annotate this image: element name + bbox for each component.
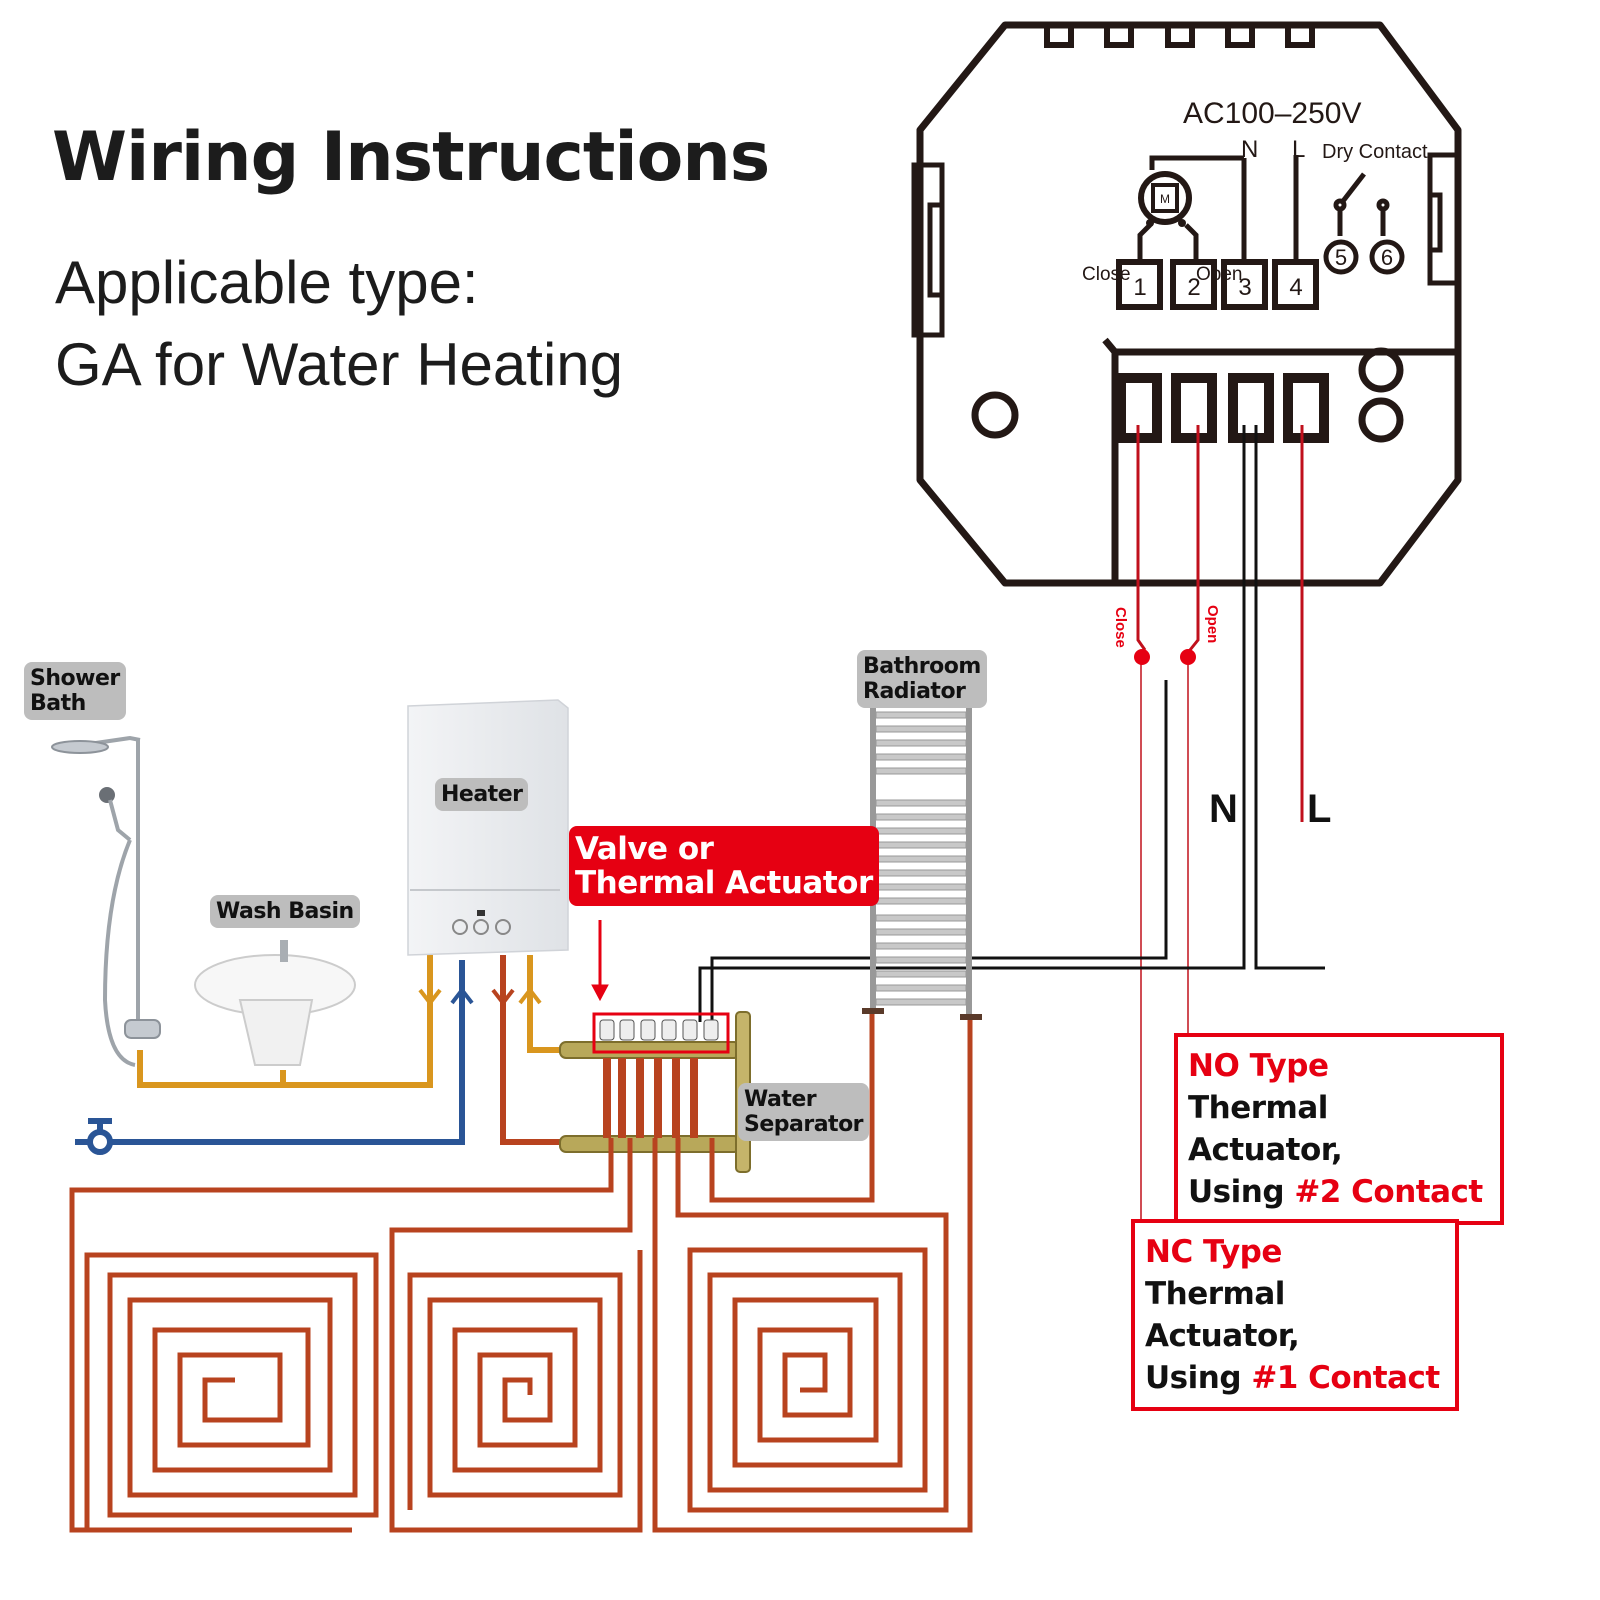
radiator-bar [875, 753, 967, 761]
radiator-bar [875, 767, 967, 775]
terminal-4: 4 [1289, 274, 1302, 301]
page-subtitle: Applicable type: GA for Water Heating [55, 242, 623, 406]
l-terminal-label: L [1292, 136, 1305, 163]
nc-type-note: NC Type Thermal Actuator, Using #1 Conta… [1131, 1219, 1459, 1411]
nc-type-using: Using [1145, 1360, 1252, 1396]
side-clips [911, 152, 1461, 338]
valve-label-line1: Valve or [575, 831, 714, 867]
subtitle-line-1: Applicable type: [55, 249, 479, 316]
nc-type-title: NC Type [1145, 1234, 1282, 1270]
bathroom-radiator-icon [862, 702, 982, 1020]
radiator-bar [875, 942, 967, 950]
radiator-bar [875, 984, 967, 992]
close-wire [1136, 425, 1147, 1222]
n-terminal-label: N [1241, 136, 1258, 163]
housing-tabs [1044, 22, 1315, 48]
neutral-label: N [1209, 787, 1238, 831]
heater-label: Heater [435, 778, 529, 811]
radiator-bar [875, 928, 967, 936]
radiator-bar [875, 970, 967, 978]
radiator-bar [875, 813, 967, 821]
terminal-5: 5 [1335, 245, 1347, 270]
thermostat-housing [916, 21, 1462, 587]
open-wire-terminal [1180, 649, 1196, 665]
nc-type-line2: Thermal Actuator, [1145, 1276, 1300, 1354]
open-wire [1187, 425, 1200, 1036]
subtitle-line-2: GA for Water Heating [55, 331, 624, 398]
no-type-line3: Using #2 Contact [1188, 1171, 1490, 1213]
actuator-highlight-box [592, 1012, 730, 1054]
radiator-bar [875, 956, 967, 964]
water-separator-label: Water Separator [738, 1083, 870, 1141]
cold-water-tap-icon [87, 1118, 113, 1155]
open-wire-label: Open [1204, 605, 1221, 643]
neutral-wires [698, 425, 1325, 1022]
separator-label-line2: Separator [744, 1112, 864, 1137]
shower-bath-label: Shower Bath [24, 662, 126, 720]
live-label: L [1307, 787, 1331, 831]
shower-icon [51, 735, 161, 1067]
terminal-2: 2 [1187, 274, 1200, 301]
radiator-bar [875, 725, 967, 733]
bathroom-radiator-label: Bathroom Radiator [857, 650, 987, 708]
terminal-6: 6 [1381, 245, 1393, 270]
radiator-bar [875, 827, 967, 835]
floor-heating-loops [69, 1012, 973, 1533]
radiator-bar [875, 799, 967, 807]
water-separator-manifold [559, 1011, 751, 1173]
radiator-label-line1: Bathroom [863, 654, 981, 679]
nc-type-line3: Using #1 Contact [1145, 1357, 1445, 1399]
dry-contact-label: Dry Contact [1322, 141, 1428, 163]
separator-label-line1: Water [744, 1087, 817, 1112]
radiator-bar [875, 711, 967, 719]
radiator-label-line2: Radiator [863, 679, 966, 704]
terminal-1: 1 [1133, 274, 1146, 301]
dry-contact-pins [1323, 198, 1405, 275]
internal-wiring [1137, 155, 1386, 262]
terminal-3: 3 [1238, 274, 1251, 301]
wash-basin-icon [194, 940, 356, 1066]
no-type-using: Using [1188, 1174, 1295, 1210]
radiator-bar [875, 869, 967, 877]
heater-unit-icon [407, 699, 569, 956]
close-wire-label: Close [1112, 607, 1129, 648]
nc-type-contact: #1 Contact [1251, 1360, 1440, 1396]
mounting-hole [971, 391, 1019, 439]
radiator-bar [875, 841, 967, 849]
radiator-bar [875, 883, 967, 891]
cold-water-pipe [75, 960, 465, 1145]
motor-icon [1138, 171, 1192, 227]
page-title: Wiring Instructions [52, 118, 770, 197]
radiator-bar [875, 897, 967, 905]
no-type-contact: #2 Contact [1294, 1174, 1483, 1210]
wash-basin-label: Wash Basin [210, 895, 360, 928]
voltage-label: AC100–250V [1183, 97, 1361, 130]
radiator-bar [875, 739, 967, 747]
valve-pointer-arrow [591, 920, 609, 1002]
no-type-line2: Thermal Actuator, [1188, 1090, 1343, 1168]
shower-label-line2: Bath [30, 691, 86, 716]
close-wire-terminal [1134, 649, 1150, 665]
valve-label-line2: Thermal Actuator [575, 865, 873, 901]
motor-label: M [1160, 192, 1170, 206]
radiator-bar [875, 998, 967, 1006]
terminal-boxes [1116, 259, 1319, 310]
flow-arrows [418, 986, 542, 1007]
valve-actuator-label: Valve or Thermal Actuator [569, 826, 879, 906]
heating-flow-pipe [500, 955, 570, 1145]
open-terminal-label: Open [1196, 264, 1242, 285]
no-type-title: NO Type [1188, 1048, 1329, 1084]
no-type-note: NO Type Thermal Actuator, Using #2 Conta… [1174, 1033, 1504, 1225]
radiator-bar [875, 914, 967, 922]
close-terminal-label: Close [1082, 264, 1131, 285]
radiator-bar [875, 855, 967, 863]
shower-label-line1: Shower [30, 666, 120, 691]
